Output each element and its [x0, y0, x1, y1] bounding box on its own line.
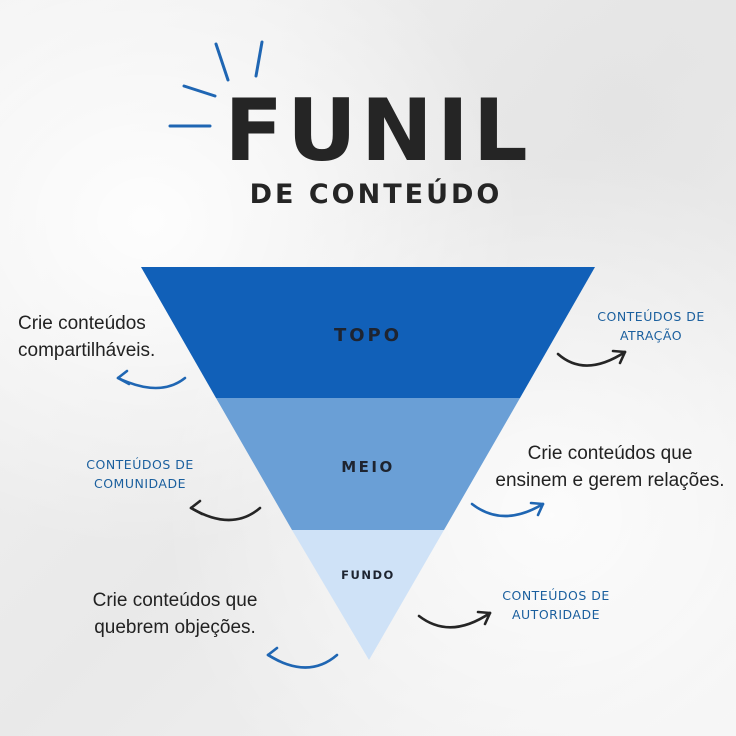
funnel-tier-topo — [141, 267, 595, 398]
note-topo-action: Crie conteúdos compartilháveis. — [18, 313, 156, 361]
note-meio-action: Crie conteúdos que ensinem e gerem relaç… — [495, 443, 725, 491]
tier-label-topo: TOPO — [333, 325, 403, 346]
tag-fundo-type: CONTEÚDOS DE AUTORIDADE — [502, 588, 610, 622]
page-title: FUNIL — [224, 81, 532, 181]
tag-meio-type: CONTEÚDOS DE COMUNIDADE — [86, 457, 194, 491]
tag-topo-type: CONTEÚDOS DE ATRAÇÃO — [597, 309, 705, 343]
arrow-fundo-right-icon — [417, 610, 492, 629]
funnel-tier-fundo — [292, 530, 444, 660]
arrow-topo-left-icon — [116, 369, 187, 390]
arrow-meio-left-icon — [189, 499, 262, 522]
arrow-topo-right-icon — [556, 349, 627, 367]
arrow-fundo-left-icon — [266, 646, 339, 669]
funnel-tier-meio — [216, 398, 520, 530]
arrow-meio-right-icon — [470, 501, 545, 518]
note-fundo-action: Crie conteúdos que quebrem objeções. — [92, 590, 258, 638]
page-subtitle: DE CONTEÚDO — [249, 179, 503, 210]
tier-label-meio: MEIO — [341, 458, 395, 476]
sparkle-accent-icon — [168, 40, 264, 128]
tier-label-fundo: FUNDO — [341, 568, 395, 582]
